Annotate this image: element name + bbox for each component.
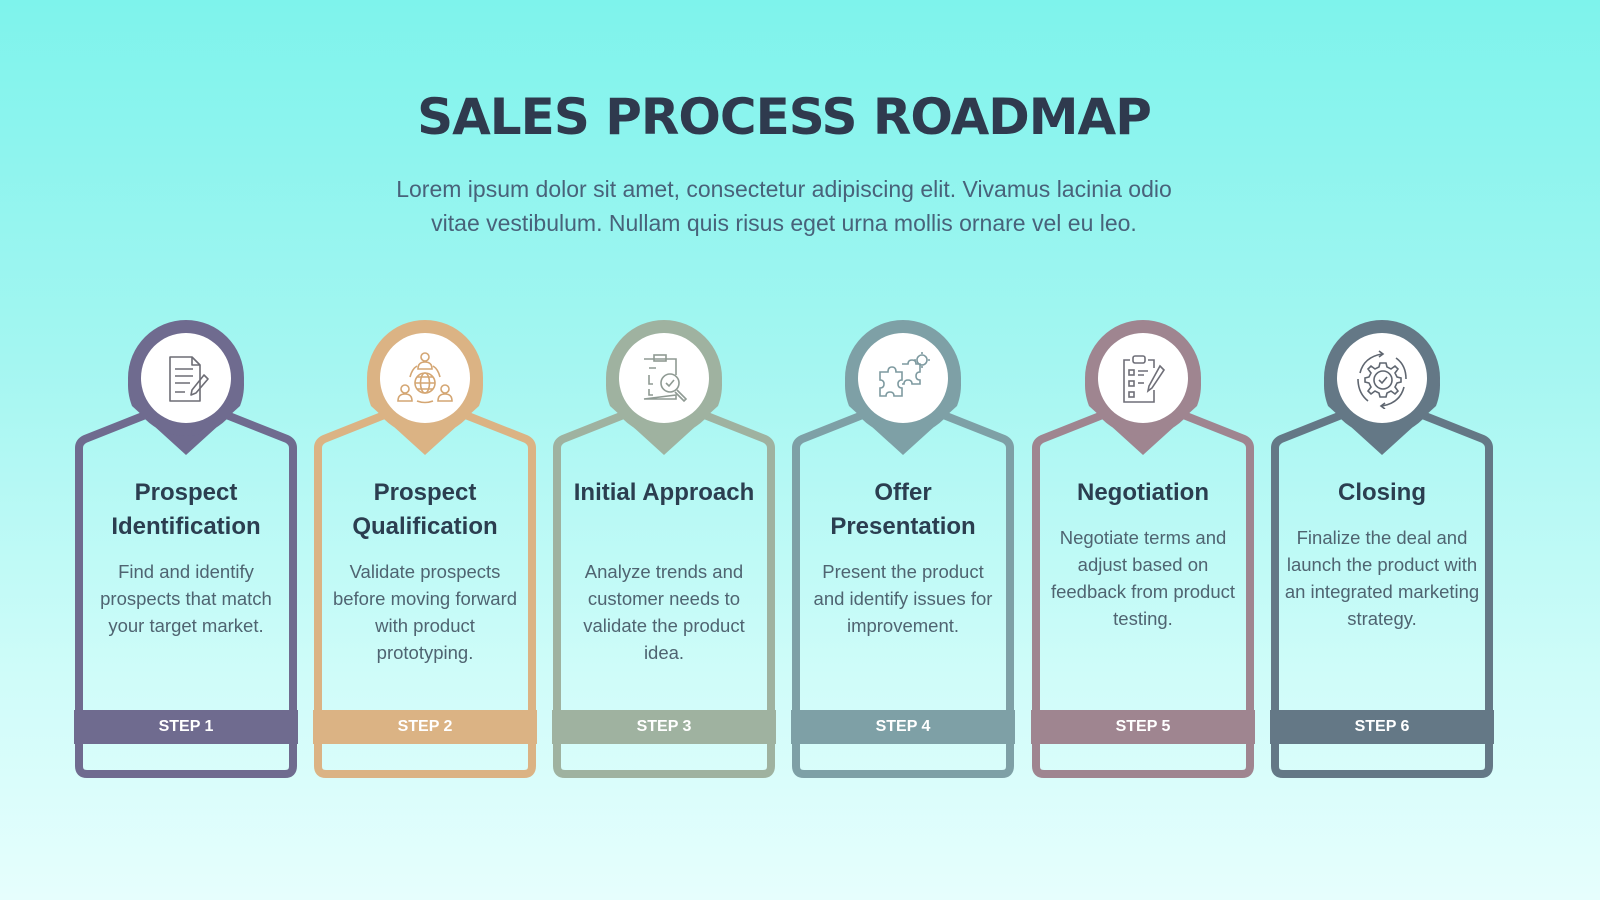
step-title: Prospect Qualification (352, 479, 498, 540)
step-description: Analyze trends and customer needs to val… (583, 561, 745, 663)
step-description: Finalize the deal and launch the product… (1284, 527, 1480, 629)
step-title: Offer Presentation (830, 479, 976, 540)
clipboard-magnifier-icon (619, 334, 709, 424)
step-card-6: Closing Finalize the deal and launch the… (1270, 318, 1494, 778)
step-title: Negotiation (1077, 479, 1209, 506)
step-card-4: Offer Presentation Present the product a… (791, 318, 1015, 778)
step-title: Initial Approach (573, 479, 755, 506)
step-card-5: Negotiation Negotiate terms and adjust b… (1031, 318, 1255, 778)
step-title: Prospect Identification (111, 479, 261, 540)
step-description: Find and identify prospects that match y… (100, 561, 272, 636)
step-description: Validate prospects before moving forward… (332, 561, 518, 663)
step-label: STEP 6 (1270, 710, 1494, 744)
gear-check-cycle-icon (1337, 334, 1427, 424)
checklist-pencil-icon (1098, 334, 1188, 424)
step-label: STEP 1 (74, 710, 298, 744)
step-label: STEP 3 (552, 710, 776, 744)
step-label: STEP 4 (791, 710, 1015, 744)
global-network-icon (380, 334, 470, 424)
document-pencil-icon (141, 334, 231, 424)
step-card-2: Prospect Qualification Validate prospect… (313, 318, 537, 778)
page-title: SALES PROCESS ROADMAP (417, 88, 1152, 146)
step-label: STEP 5 (1031, 710, 1255, 744)
step-title: Closing (1338, 479, 1426, 506)
step-label: STEP 2 (313, 710, 537, 744)
step-description: Negotiate terms and adjust based on feed… (1050, 527, 1236, 629)
step-description: Present the product and identify issues … (813, 561, 993, 636)
step-card-3: Initial Approach Analyze trends and cust… (552, 318, 776, 778)
step-card-1: Prospect Identification Find and identif… (74, 318, 298, 778)
page-subtitle: Lorem ipsum dolor sit amet, consectetur … (396, 176, 1172, 236)
puzzle-gear-icon (858, 334, 948, 424)
